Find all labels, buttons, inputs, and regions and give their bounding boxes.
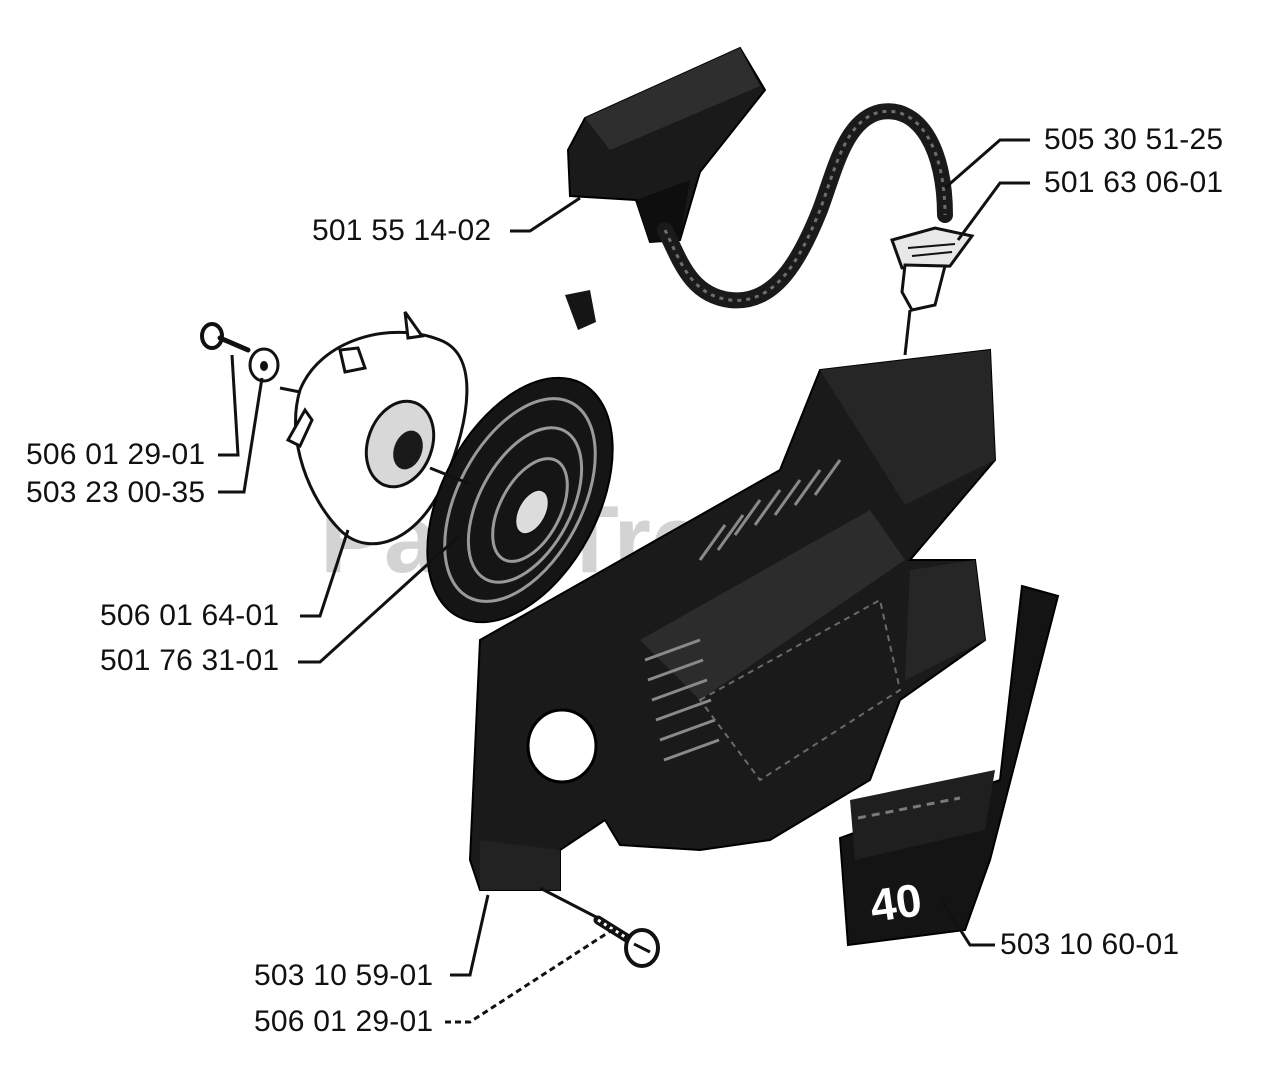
label-starter-housing: 503 10 59-01 (254, 959, 434, 992)
cord-bushing (890, 226, 975, 312)
starter-housing (468, 348, 997, 891)
label-screw-top: 506 01 29-01 (26, 438, 206, 471)
starter-handle (566, 46, 767, 244)
washer (248, 347, 280, 383)
rewind-spring (426, 290, 614, 624)
pulley (285, 311, 469, 546)
label-cord-bushing: 501 63 06-01 (1044, 166, 1224, 199)
screw-bottom (593, 915, 660, 968)
label-rewind-spring: 501 76 31-01 (100, 644, 280, 677)
label-screw-bottom: 506 01 29-01 (254, 1005, 434, 1038)
label-pulley: 506 01 64-01 (100, 599, 280, 632)
starter-cord (657, 103, 953, 309)
decal: 40 (838, 584, 1060, 947)
screw-top (200, 322, 251, 353)
label-starter-handle: 501 55 14-02 (312, 214, 492, 247)
label-starter-cord: 505 30 51-25 (1044, 123, 1224, 156)
label-washer: 503 23 00-35 (26, 476, 206, 509)
decal-model-number: 40 (867, 873, 925, 932)
leader-lines (218, 138, 1030, 1024)
label-decal: 503 10 60-01 (1000, 928, 1180, 961)
